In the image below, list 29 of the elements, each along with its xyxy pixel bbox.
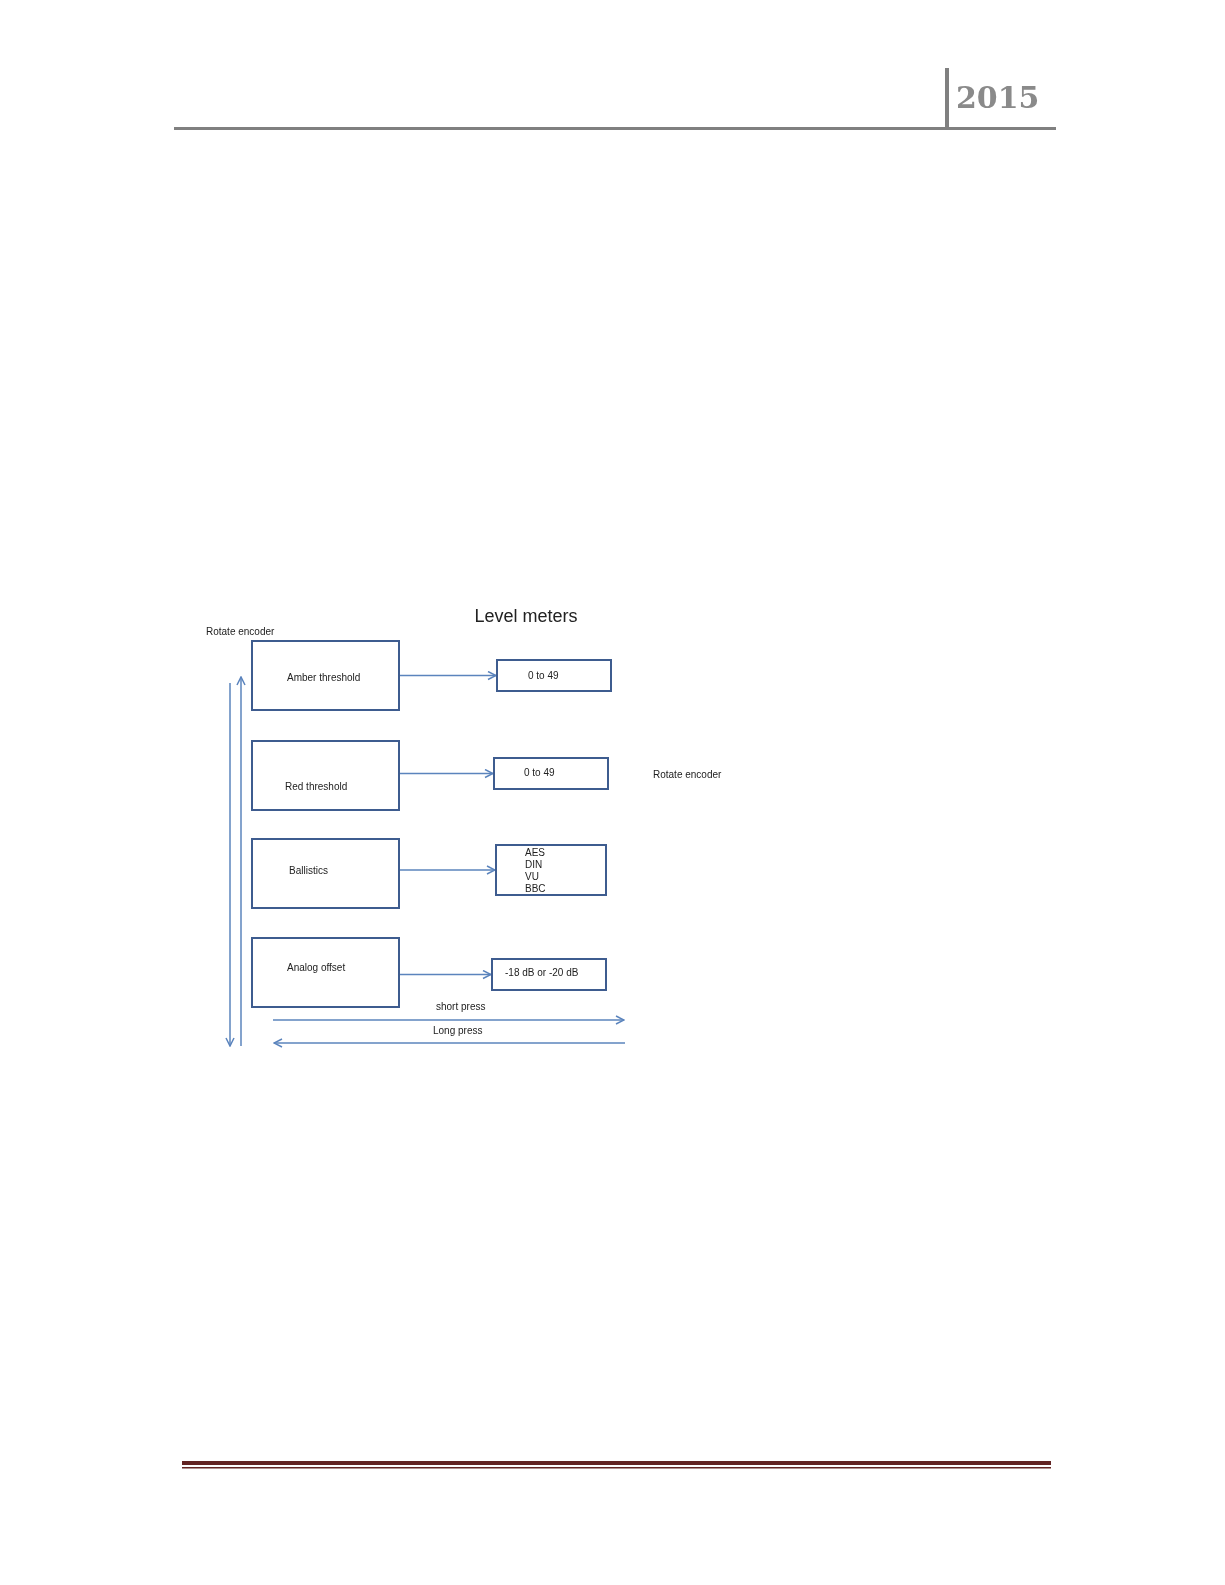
- process-box: [251, 640, 400, 711]
- process-box: [251, 838, 400, 909]
- box-text: Red threshold: [285, 781, 348, 793]
- box-text: AES: [525, 847, 545, 859]
- process-box: [251, 937, 400, 1008]
- process-box: [496, 659, 612, 692]
- box-text: DIN: [525, 859, 543, 871]
- process-box: [491, 958, 607, 991]
- arrow-label: Long press: [433, 1025, 483, 1036]
- box-text: Analog offset: [287, 962, 346, 974]
- arrow: [399, 969, 492, 980]
- annotation: Rotate encoder: [653, 769, 722, 780]
- diagram-title: Level meters: [473, 606, 579, 627]
- year-heading: 2015: [956, 80, 1040, 115]
- process-box: [251, 740, 400, 811]
- box-text: BBC: [525, 883, 546, 895]
- box-text: 0 to 49: [524, 767, 555, 779]
- box-text: -18 dB or -20 dB: [505, 967, 579, 979]
- arrow: [399, 865, 496, 875]
- box-text: Ballistics: [289, 865, 328, 877]
- option-list-box: [495, 844, 607, 896]
- arrow-label: short press: [436, 1001, 486, 1012]
- annotation: Rotate encoder: [206, 626, 275, 637]
- process-box: [493, 757, 609, 790]
- box-text: 0 to 49: [528, 670, 559, 682]
- box-text: Amber threshold: [287, 672, 361, 684]
- box-text: VU: [525, 871, 539, 883]
- arrow: [399, 670, 497, 681]
- arrow: [399, 768, 494, 779]
